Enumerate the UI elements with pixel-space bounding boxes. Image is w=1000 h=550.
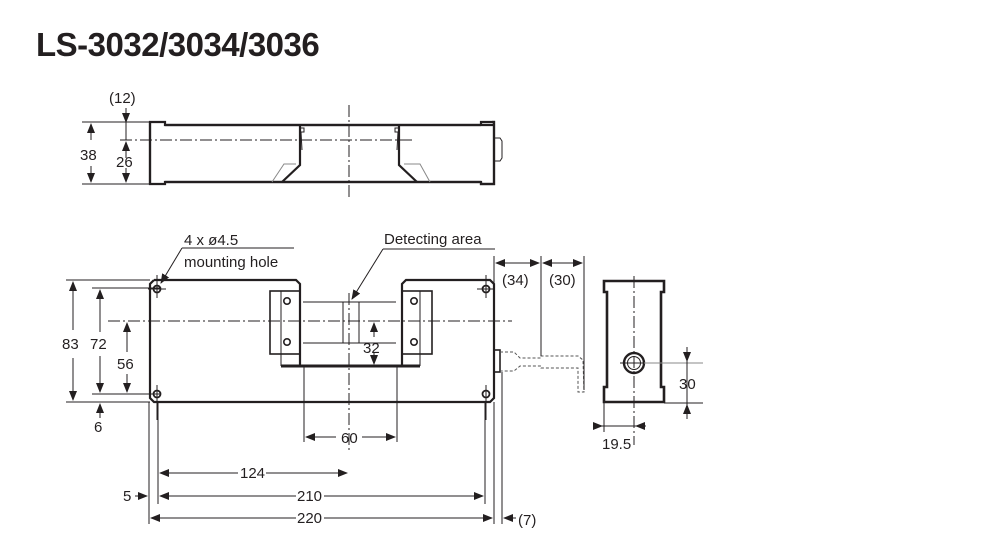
dim-height-72: 72 [90,336,107,353]
mounting-hole-icon [148,275,495,420]
dim-height-30: 30 [679,376,696,393]
dim-offset-6: 6 [94,419,102,436]
front-view: 4 x ø4.5 mounting hole Detecting area 83… [62,231,585,529]
dim-gap-32: 32 [363,340,380,357]
callout-mounting-hole-spec: 4 x ø4.5 [184,232,238,249]
dim-cable-30: (30) [549,272,576,289]
drawing-title: LS-3032/3034/3036 [36,26,320,63]
dim-width-19-5: 19.5 [602,436,631,453]
callout-detecting-area: Detecting area [384,231,482,248]
dim-width-220: 220 [297,510,322,527]
dim-width-60: 60 [341,430,358,447]
dim-offset-12: (12) [109,90,136,107]
dim-height-38: 38 [80,147,97,164]
dim-offset-7: (7) [518,512,536,529]
side-view: 38 (12) 26 [80,90,503,200]
dim-width-210: 210 [297,488,322,505]
dim-width-124: 124 [240,465,265,482]
callout-mounting-hole-label: mounting hole [184,254,278,271]
end-view: 30 19.5 [593,276,703,453]
dim-height-56: 56 [117,356,134,373]
dim-height-26: 26 [116,154,133,171]
dim-height-83: 83 [62,336,79,353]
dim-cable-34: (34) [502,272,529,289]
dim-offset-5: 5 [123,488,131,505]
